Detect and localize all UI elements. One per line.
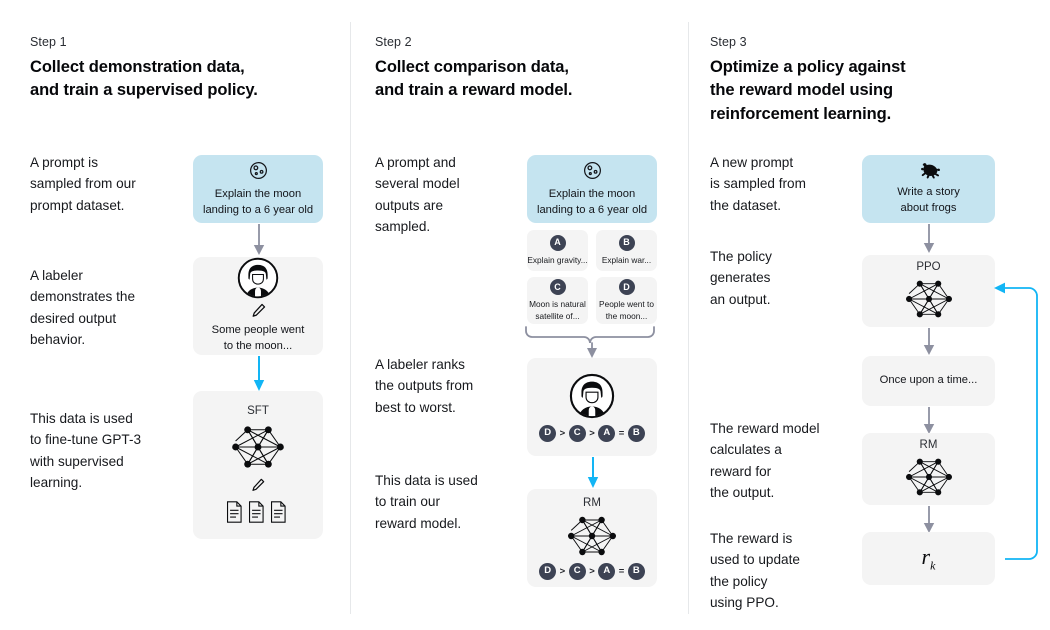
arrow-prompt-to-labeler (251, 224, 267, 256)
prompt-card-2[interactable]: Explain the moon landing to a 6 year old (527, 155, 657, 223)
pencil-icon (250, 302, 267, 319)
desc-2-1: A prompt and several model outputs are s… (375, 155, 460, 235)
rm-label-2: RM (583, 496, 601, 509)
prompt-card-1-text: Explain the moon landing to a 6 year old (202, 187, 314, 216)
option-badge-b: B (618, 234, 635, 251)
ranking-row-rm: D > C > A = B (539, 562, 645, 580)
neural-net-icon (563, 512, 621, 560)
desc-3-4: The reward is used to update the policy … (710, 531, 800, 611)
column-divider-1 (350, 22, 351, 614)
ppo-label: PPO (916, 260, 941, 273)
option-text-d: People went to the moon... (599, 299, 654, 321)
person-icon (237, 257, 279, 299)
rank-badge-2: C (568, 424, 586, 442)
sft-label: SFT (247, 405, 269, 417)
arrow-labeler-to-sft (251, 356, 267, 392)
rank-badge-3: A (598, 424, 616, 442)
output-text: Once upon a time... (879, 374, 978, 387)
rank-badge-4: B (627, 424, 645, 442)
desc-3-2: The policy generates an output. (710, 249, 772, 307)
option-card-d[interactable]: D People went to the moon... (596, 277, 657, 324)
desc-3-3: The reward model calculates a reward for… (710, 421, 820, 501)
rank-op-1: > (559, 427, 566, 439)
neural-net-icon (227, 421, 289, 473)
rm-rank-op-1: > (559, 565, 566, 577)
option-text-b: Explain war... (601, 254, 652, 265)
prompt-card-3[interactable]: Write a story about frogs (862, 155, 995, 223)
option-text-a: Explain gravity... (527, 254, 588, 265)
rank-badge-1: D (539, 424, 557, 442)
option-card-b[interactable]: B Explain war... (596, 230, 657, 271)
frog-icon (916, 161, 942, 180)
arrow-brace-to-labeler (524, 325, 660, 359)
step-title-2: Collect comparison data, and train a rew… (375, 58, 573, 100)
arrow-labeler-to-rm (585, 457, 601, 489)
arrow-prompt-to-ppo (921, 224, 937, 254)
option-card-a[interactable]: A Explain gravity... (527, 230, 588, 271)
step-label-1: Step 1 (30, 35, 67, 49)
ranking-row-labeler: D > C > A = B (539, 424, 645, 442)
prompt-card-1[interactable]: Explain the moon landing to a 6 year old (193, 155, 323, 223)
rm-label-3: RM (919, 438, 938, 451)
prompt-card-2-text: Explain the moon landing to a 6 year old (536, 187, 648, 216)
desc-1-2: A labeler demonstrates the desired outpu… (30, 268, 136, 348)
rm-model-card-3[interactable]: RM (862, 433, 995, 505)
moon-icon (248, 160, 269, 181)
rank-op-2: > (589, 427, 595, 439)
rm-rank-badge-1: D (539, 562, 557, 580)
prompt-card-3-text: Write a story about frogs (897, 186, 960, 214)
rank-op-3: = (618, 427, 625, 439)
rm-model-card-2[interactable]: RM (527, 489, 657, 587)
option-text-c: Moon is natural satellite of... (529, 299, 586, 321)
reward-symbol: rk (921, 543, 936, 573)
pencil-icon (250, 477, 266, 493)
desc-1-1: A prompt is sampled from our prompt data… (30, 155, 136, 213)
step-title-1: Collect demonstration data, and train a … (30, 58, 258, 100)
option-badge-a: A (549, 234, 566, 251)
column-divider-2 (688, 22, 689, 614)
labeler-card-1[interactable]: Some people went to the moon... (193, 257, 323, 355)
documents-icon (225, 499, 291, 525)
desc-1-3: This data is used to fine-tune GPT-3 wit… (30, 411, 142, 491)
option-badge-c: C (549, 279, 566, 296)
arrow-ppo-to-output (921, 328, 937, 356)
column-step-1: Step 1 Collect demonstration data, and t… (30, 0, 342, 630)
neural-net-icon (900, 276, 958, 322)
option-card-c[interactable]: C Moon is natural satellite of... (527, 277, 588, 324)
step-label-3: Step 3 (710, 35, 747, 49)
column-step-3: Step 3 Optimize a policy against the rew… (710, 0, 1038, 630)
desc-3-1: A new prompt is sampled from the dataset… (710, 155, 806, 213)
rm-rank-badge-3: A (598, 562, 616, 580)
neural-net-icon (900, 454, 958, 500)
person-icon (569, 373, 615, 419)
arrow-output-to-rm (921, 407, 937, 435)
rm-rank-op-3: = (618, 565, 625, 577)
arrow-rm-to-reward (921, 506, 937, 534)
step-label-2: Step 2 (375, 35, 412, 49)
rm-rank-badge-4: B (627, 562, 645, 580)
desc-2-3: This data is used to train our reward mo… (375, 473, 478, 531)
moon-icon (582, 160, 603, 181)
rm-rank-badge-2: C (568, 562, 586, 580)
column-step-2: Step 2 Collect comparison data, and trai… (375, 0, 680, 630)
rm-rank-op-2: > (589, 565, 595, 577)
step-title-3: Optimize a policy against the reward mod… (710, 58, 906, 123)
sft-model-card[interactable]: SFT (193, 391, 323, 539)
output-text-card[interactable]: Once upon a time... (862, 356, 995, 406)
ppo-model-card[interactable]: PPO (862, 255, 995, 327)
labeler-card-1-text: Some people went to the moon... (211, 324, 305, 352)
desc-2-2: A labeler ranks the outputs from best to… (375, 357, 474, 415)
reward-card[interactable]: rk (862, 532, 995, 585)
labeler-rank-card[interactable]: D > C > A = B (527, 358, 657, 456)
option-badge-d: D (618, 279, 635, 296)
